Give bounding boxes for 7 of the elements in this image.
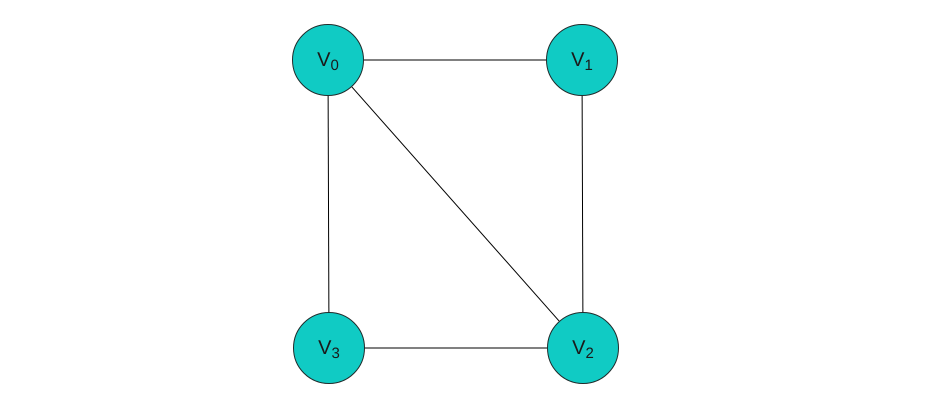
edge-line	[328, 96, 330, 312]
edge-line	[582, 96, 584, 312]
vertex-label: V$_{2}$	[572, 336, 594, 363]
vertex-label: V$_{1}$	[571, 48, 593, 75]
edge-line	[351, 86, 560, 322]
vertex-label: V$_{0}$	[317, 48, 339, 75]
vertex-label: V$_{3}$	[318, 336, 340, 363]
